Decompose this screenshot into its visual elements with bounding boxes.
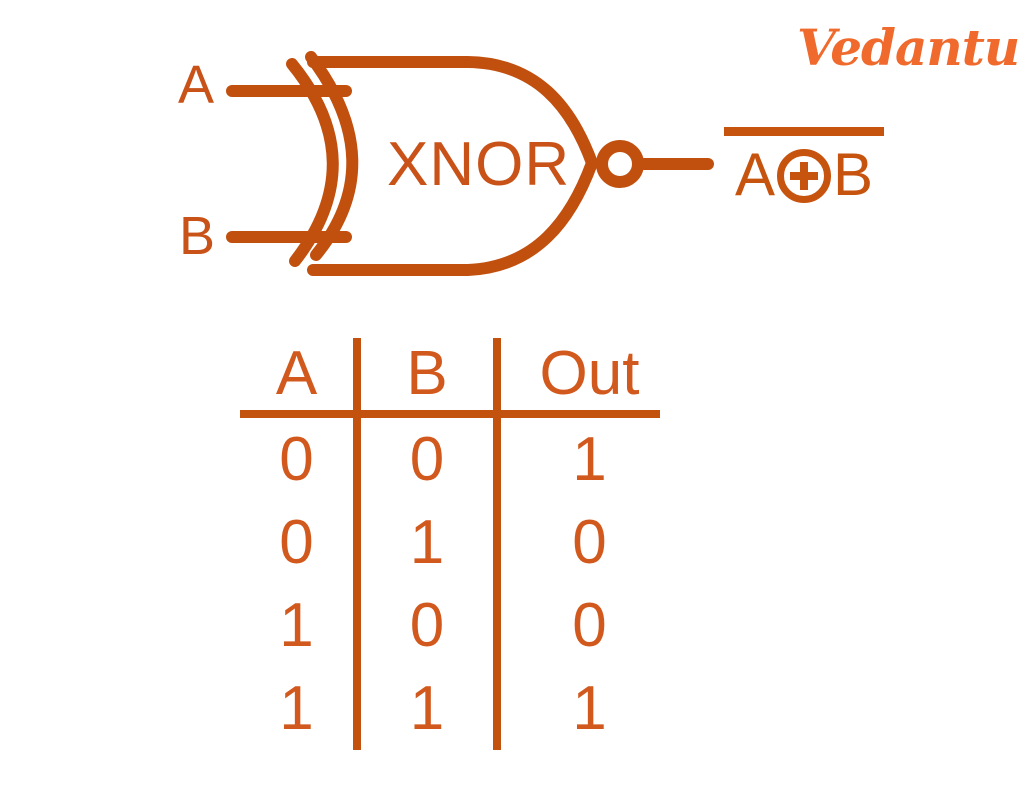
- gate-body-outline: [307, 56, 598, 276]
- truth-table-cell: 1: [279, 590, 314, 660]
- truth-table-cell: 0: [279, 507, 314, 577]
- truth-table-cell: 1: [493, 418, 660, 501]
- truth-table-header: A: [240, 338, 353, 418]
- input-label-a: A: [178, 55, 215, 115]
- gate-type-label: XNOR: [387, 130, 571, 199]
- truth-table-cell: 1: [353, 501, 493, 584]
- xor-outer-back-curve: [286, 58, 339, 267]
- truth-table-cell: 0: [353, 418, 493, 501]
- output-operand-b: B: [833, 141, 874, 208]
- vedantu-logo: Vedantu: [797, 18, 1020, 77]
- truth-table-cell: 1: [279, 673, 314, 743]
- gate-back-curve: [305, 51, 359, 261]
- truth-table-cell: 0: [493, 501, 660, 584]
- input-label-b: B: [179, 206, 216, 266]
- truth-table-header: Out: [493, 338, 660, 418]
- not-bubble-icon: [596, 140, 644, 188]
- truth-table-cell: 0: [279, 424, 314, 494]
- circled-plus-icon: [777, 149, 831, 203]
- truth-table-cell: 1: [353, 667, 493, 750]
- truth-table-cell: 0: [353, 584, 493, 667]
- truth-table-header: B: [353, 338, 493, 418]
- output-operand-a: A: [734, 141, 775, 208]
- truth-table-cell: 0: [493, 584, 660, 667]
- truth-table-cell: 1: [493, 667, 660, 750]
